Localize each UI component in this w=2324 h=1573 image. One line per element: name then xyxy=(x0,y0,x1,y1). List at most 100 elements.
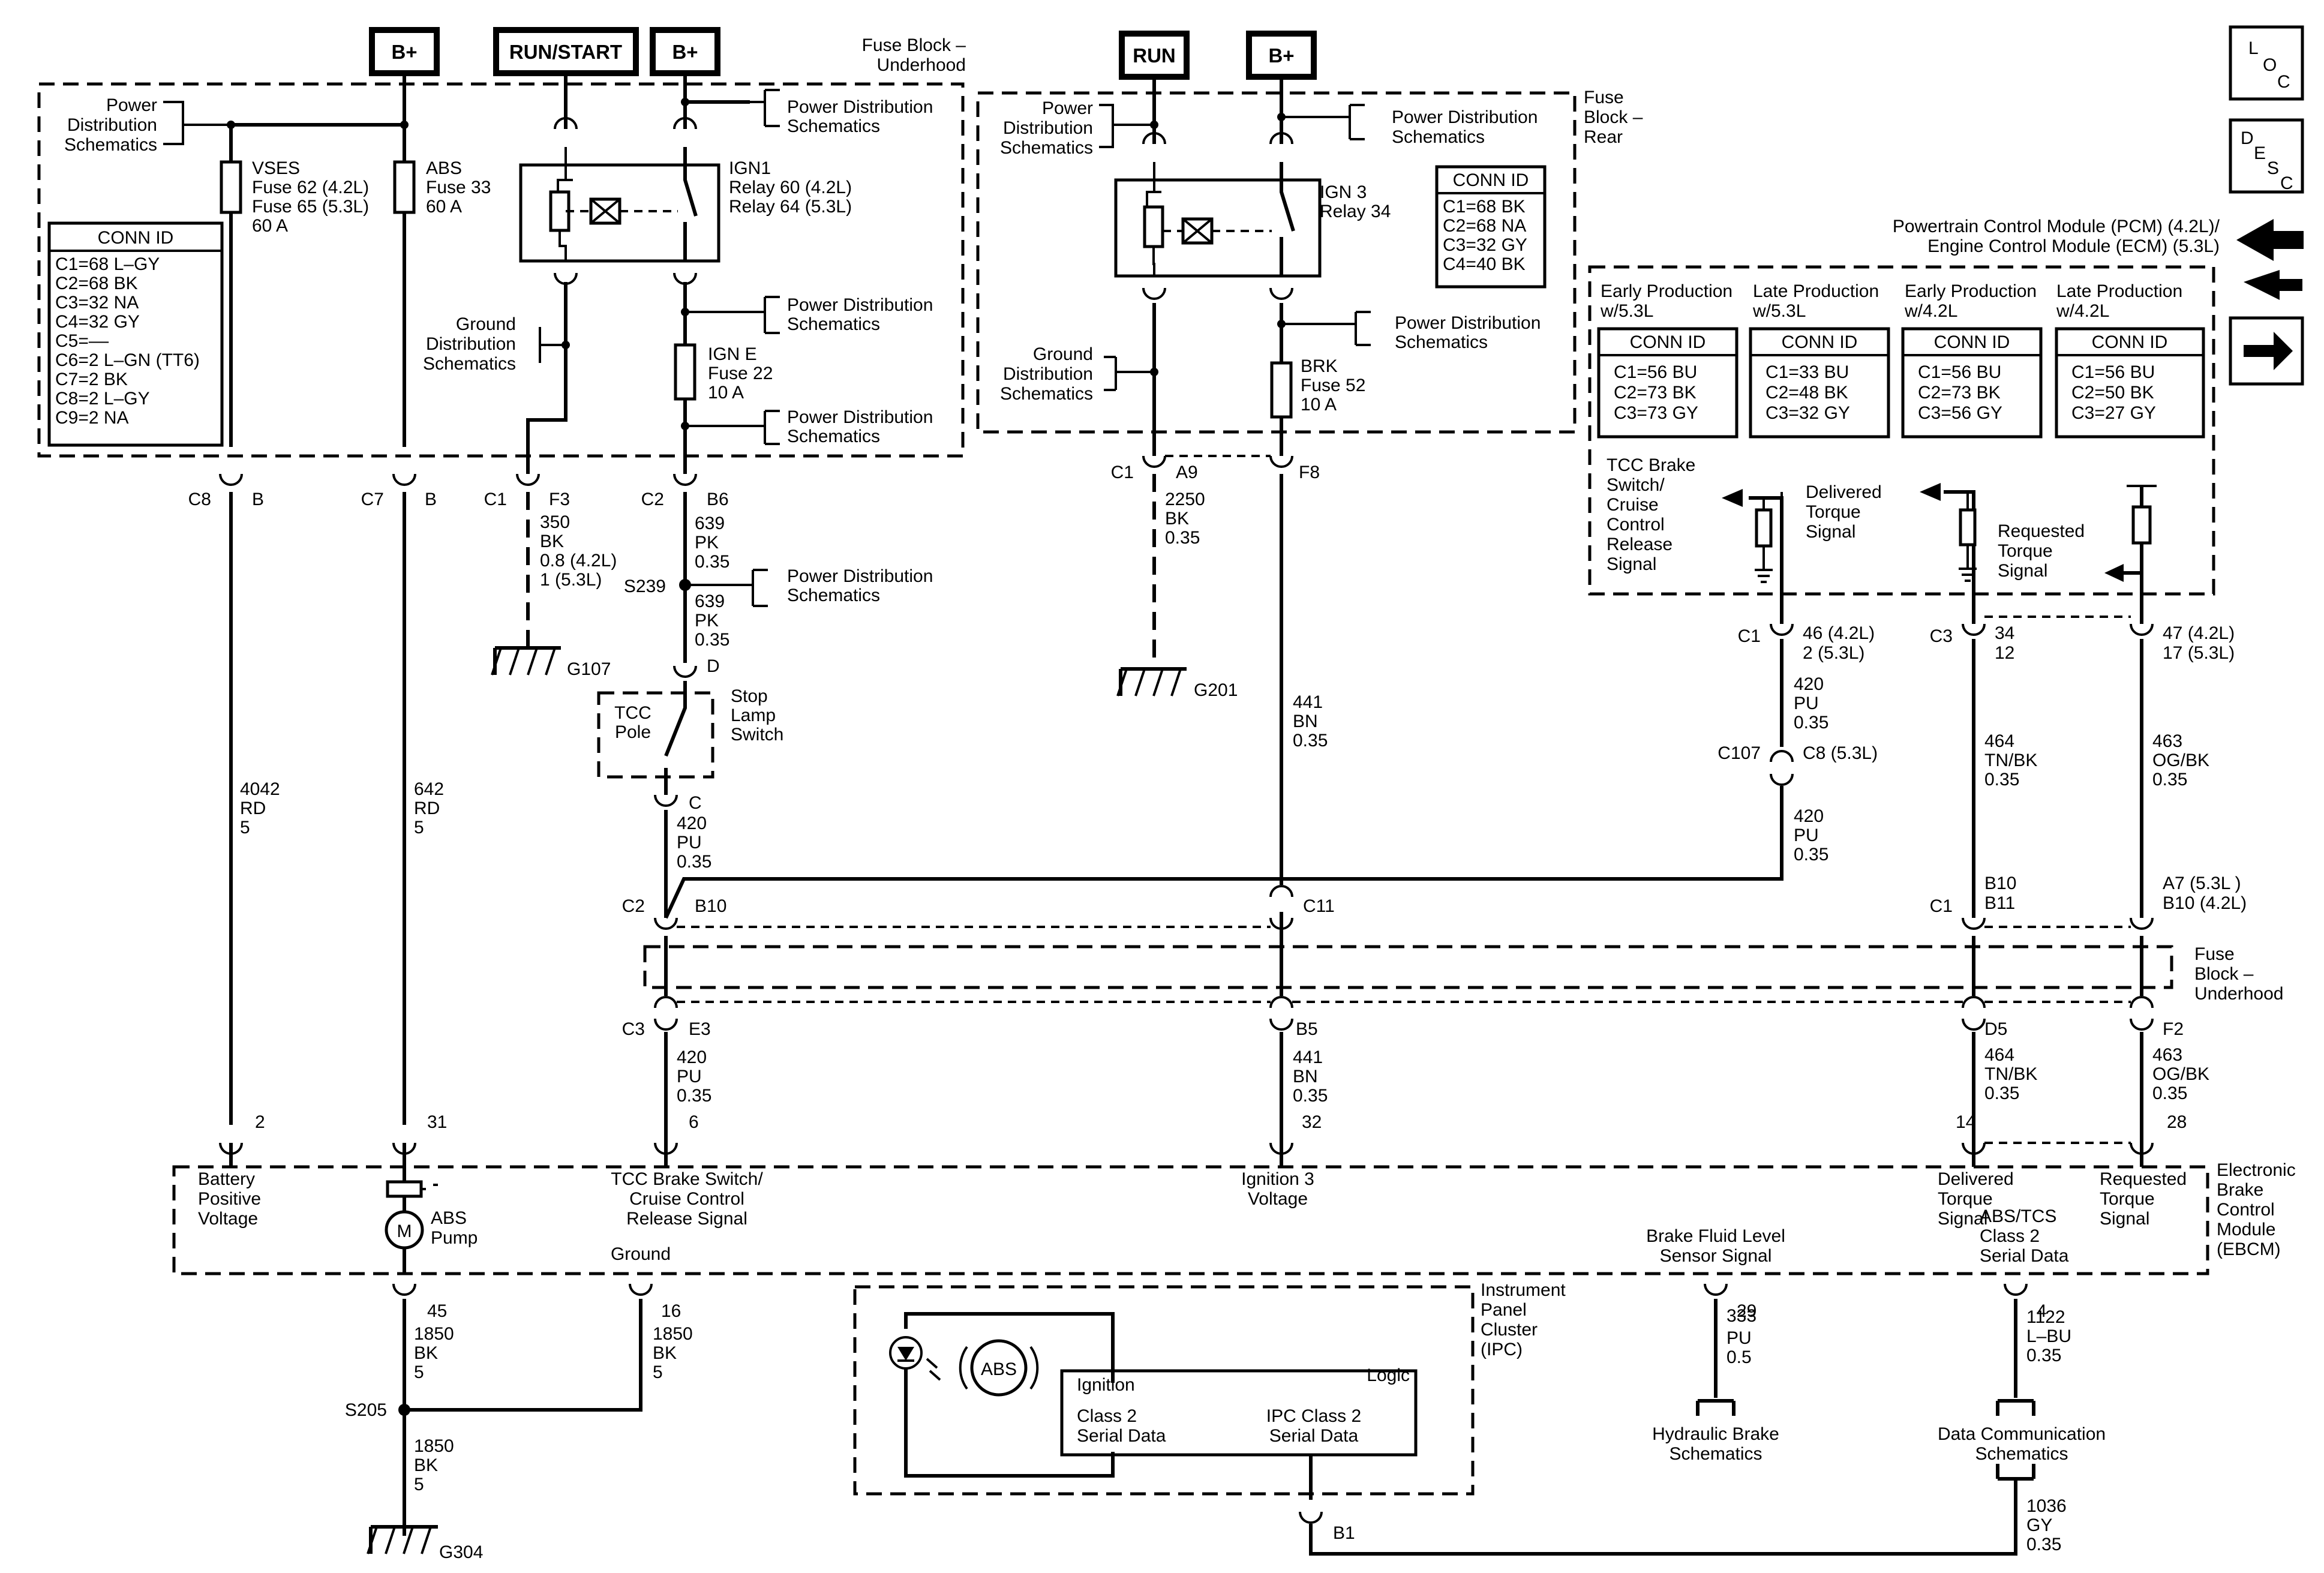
label: Power xyxy=(106,95,157,115)
label: TCC xyxy=(614,703,651,723)
power-source-b-plus-3: B+ xyxy=(1246,31,1317,80)
next-page-icon[interactable] xyxy=(2229,316,2304,386)
label: Power Distribution xyxy=(1392,107,1538,127)
label: 10 A xyxy=(1301,395,1337,415)
loc-icon[interactable]: L O C xyxy=(2229,25,2304,101)
pin-label: 2 (5.3L) xyxy=(1803,643,1864,663)
power-source-b-plus-2: B+ xyxy=(650,27,720,76)
splice-s205 xyxy=(398,1404,410,1416)
label: 60 A xyxy=(426,197,462,217)
pin-label: B10 xyxy=(695,896,726,916)
pin-label: 31 xyxy=(427,1112,447,1132)
power-label: B+ xyxy=(672,41,698,63)
fuse-block-title: Fuse xyxy=(1584,88,1624,107)
label: Torque xyxy=(2100,1189,2155,1209)
wire-label: 350 xyxy=(540,512,570,532)
connector-label: C1 xyxy=(1111,463,1134,482)
fuse-block-title: Rear xyxy=(1584,127,1623,147)
pin-label: 17 (5.3L) xyxy=(2163,643,2235,663)
label: Schematics xyxy=(1392,127,1485,147)
label: Ground xyxy=(456,314,516,334)
wire-label: 441 xyxy=(1293,692,1323,712)
pin-label: 14 xyxy=(1956,1112,1975,1132)
conn-id-row: C2=68 NA xyxy=(1443,216,1526,236)
icon-letter: E xyxy=(2254,143,2266,163)
wire-label: 0.35 xyxy=(2152,1083,2187,1103)
module-title: Module xyxy=(2217,1220,2275,1239)
wire-label: 0.35 xyxy=(2152,770,2187,789)
label: Signal xyxy=(1806,522,1855,542)
label: Cruise Control xyxy=(629,1189,744,1209)
wire-label: TN/BK xyxy=(1984,751,2037,770)
wire-label: 0.35 xyxy=(2026,1346,2061,1365)
label: Sensor Signal xyxy=(1660,1246,1772,1266)
variant-heading: w/4.2L xyxy=(1904,301,1957,321)
reference-label: Hydraulic Brake xyxy=(1652,1424,1779,1444)
label: Requested xyxy=(2100,1169,2187,1189)
variant-heading: w/4.2L xyxy=(2056,301,2109,321)
conn-id-row: C2=68 BK xyxy=(55,274,138,293)
label: Relay 64 (5.3L) xyxy=(729,197,852,217)
connector-label: C3 xyxy=(622,1019,645,1039)
pin-label: 12 xyxy=(1995,643,2014,663)
label: Schematics xyxy=(787,116,880,136)
wire-label: 0.35 xyxy=(1293,1086,1328,1106)
pin-label: 28 xyxy=(2167,1112,2187,1132)
pin-label: D5 xyxy=(1984,1019,2007,1039)
connector-label: C8 xyxy=(188,490,211,509)
label: Signal xyxy=(1938,1209,1987,1229)
label: Power Distribution xyxy=(787,97,933,117)
label: Requested xyxy=(1998,521,2085,541)
pin-label: 29 xyxy=(1737,1301,1756,1321)
ipc-logic-block xyxy=(1060,1369,1418,1457)
wire-label: BN xyxy=(1293,712,1318,731)
instrument-panel-cluster: Instrument Panel Cluster (IPC) ABS Ignit… xyxy=(853,1280,1566,1543)
wire-label: BK xyxy=(540,532,564,551)
label: TCC Brake Switch/ xyxy=(611,1169,763,1189)
label: Voltage xyxy=(198,1209,258,1229)
label: Stop xyxy=(731,686,768,706)
label: Ground xyxy=(1033,344,1093,364)
module-swap-icon[interactable] xyxy=(2236,219,2304,300)
wire-label: 420 xyxy=(1794,674,1824,694)
label: Fuse 52 xyxy=(1301,376,1365,395)
connector-label: C1 xyxy=(1930,896,1953,916)
wire-label: L–BU xyxy=(2026,1326,2071,1346)
wire-label: 1 (5.3L) xyxy=(540,570,602,590)
label: Distribution xyxy=(426,334,516,354)
conn-id-row: C2=73 BK xyxy=(1918,383,2001,403)
wire-label: GY xyxy=(2026,1515,2052,1535)
connector-label: C107 xyxy=(1718,743,1761,763)
label: Torque xyxy=(1938,1189,1993,1209)
power-label: RUN/START xyxy=(509,41,622,63)
connector-label: C2 xyxy=(641,490,664,509)
wire-label: 464 xyxy=(1984,731,2014,751)
pin-label: 4 xyxy=(2037,1301,2047,1321)
conn-id-row: C1=33 BU xyxy=(1765,362,1849,382)
label: Torque xyxy=(1806,502,1861,522)
pin-label: B10 xyxy=(1984,873,2016,893)
label: Schematics xyxy=(423,354,516,374)
label: Schematics xyxy=(787,586,880,605)
pcm-connectors: C1 46 (4.2L) 2 (5.3L) C3 34 12 47 (4.2L)… xyxy=(1738,616,2235,663)
wire-label: RD xyxy=(414,798,440,818)
icon-letter: D xyxy=(2241,128,2254,148)
wire-label: 1850 xyxy=(414,1324,454,1344)
power-source-run: RUN xyxy=(1119,31,1190,80)
desc-icon[interactable]: D E S C xyxy=(2229,118,2304,194)
label: IGN E xyxy=(708,344,757,364)
label: Power Distribution xyxy=(787,295,933,315)
wire-label: 1850 xyxy=(414,1436,454,1456)
wire-label: PU xyxy=(677,1067,702,1086)
pcm-variant-early-42: Early Production w/4.2L CONN ID C1=56 BU… xyxy=(1901,281,2043,439)
pin-label: B6 xyxy=(707,490,729,509)
ground-label: G107 xyxy=(567,659,611,679)
label: Fuse 22 xyxy=(708,364,773,383)
label: Delivered xyxy=(1806,482,1882,502)
label: Class 2 xyxy=(1077,1406,1137,1426)
motor-symbol: M xyxy=(397,1221,412,1241)
conn-id-title: CONN ID xyxy=(2092,332,2168,352)
conn-id-row: C9=2 NA xyxy=(55,408,129,428)
conn-id-title: CONN ID xyxy=(1630,332,1706,352)
wire-label: 1122 xyxy=(2026,1307,2065,1327)
